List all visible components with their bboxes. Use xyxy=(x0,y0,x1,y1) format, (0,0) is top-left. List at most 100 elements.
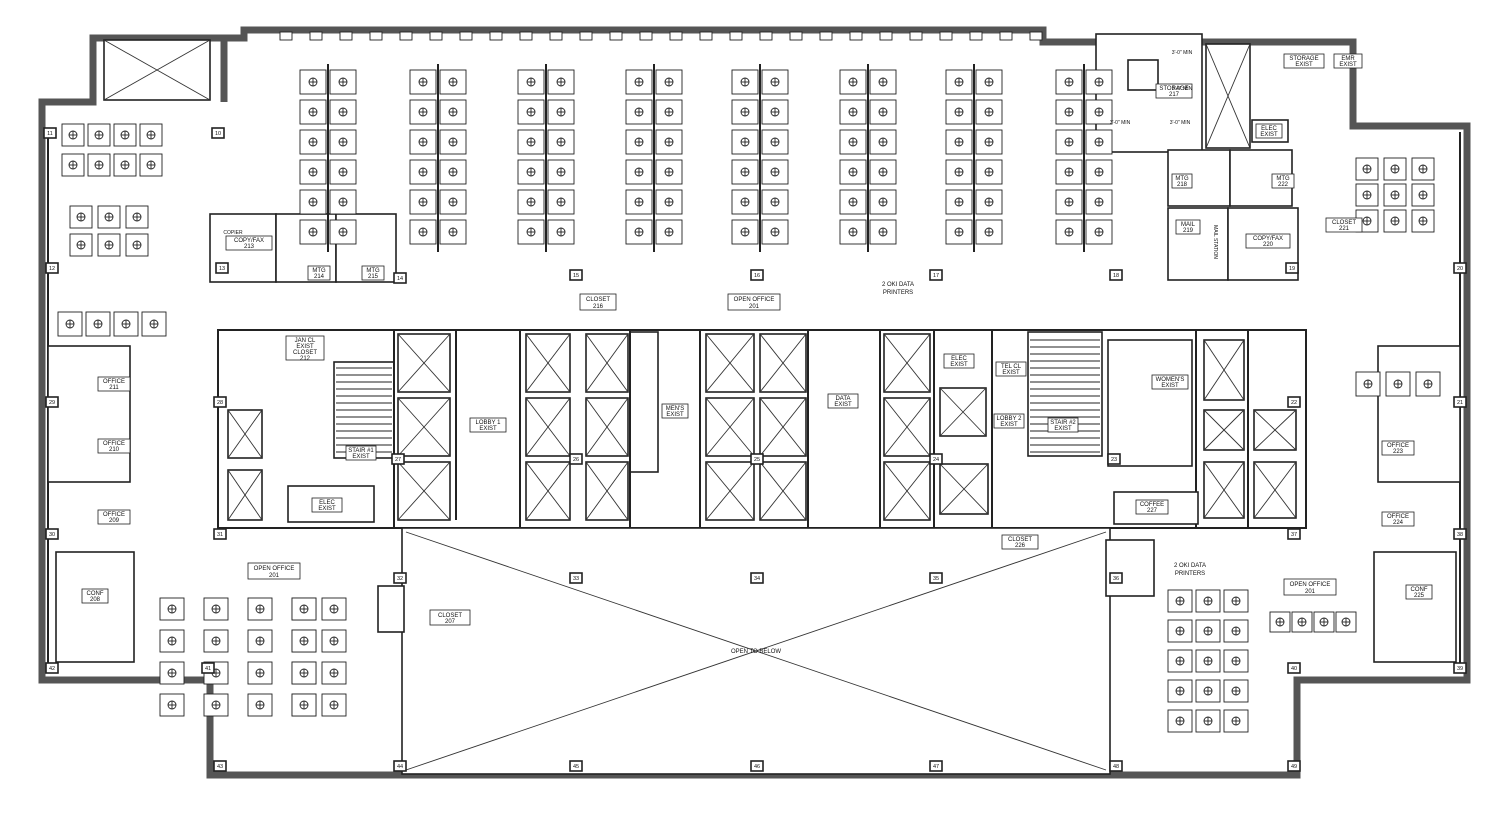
elevator-shaft xyxy=(705,461,755,521)
column-marker: 31 xyxy=(213,528,227,540)
workstation xyxy=(945,129,973,155)
window-mullion xyxy=(459,31,473,41)
svg-text:EXIST: EXIST xyxy=(1339,62,1357,68)
svg-text:COFFEE: COFFEE xyxy=(1140,502,1164,508)
column-marker: 44 xyxy=(393,760,407,772)
workstation xyxy=(625,129,653,155)
window-mullion xyxy=(699,31,713,41)
label-elec-left: ELEC EXIST xyxy=(311,497,343,513)
column-marker: 27 xyxy=(391,453,405,465)
workstation xyxy=(159,693,185,717)
svg-text:JAN CL: JAN CL xyxy=(295,338,316,344)
workstation xyxy=(439,219,467,245)
workstation xyxy=(139,123,163,147)
svg-text:MAIL: MAIL xyxy=(1181,222,1196,228)
svg-text:MTG: MTG xyxy=(1175,176,1189,182)
window-mullion xyxy=(849,31,863,41)
column-marker: 23 xyxy=(1107,453,1121,465)
column-marker: 13 xyxy=(215,262,229,274)
workstation xyxy=(409,219,437,245)
workstation xyxy=(517,129,545,155)
workstation xyxy=(329,99,357,125)
column-marker: 10 xyxy=(211,127,225,139)
elevator-shaft xyxy=(585,333,629,393)
workstation xyxy=(975,219,1003,245)
column-marker: 41 xyxy=(201,662,215,674)
workstation xyxy=(547,129,575,155)
window-mullion xyxy=(429,31,443,41)
workstation xyxy=(57,311,83,337)
min-clearance-note: 3'-0" MIN xyxy=(1172,50,1193,56)
elevator-shaft xyxy=(705,397,755,457)
column-marker: 11 xyxy=(43,127,57,139)
column-number: 17 xyxy=(933,273,939,279)
workstation xyxy=(945,69,973,95)
svg-text:EXIST: EXIST xyxy=(950,362,968,368)
printers-note-top-line2: PRINTERS xyxy=(883,290,913,296)
label-elec-right: ELEC EXIST xyxy=(943,353,975,369)
column-number: 39 xyxy=(1457,666,1463,672)
elevator-shaft xyxy=(525,333,571,393)
svg-text:CLOSET: CLOSET xyxy=(293,350,317,356)
workstation xyxy=(291,693,317,717)
workstation xyxy=(839,219,867,245)
svg-text:CONF: CONF xyxy=(87,591,104,597)
room-label-214: MTG 214 xyxy=(307,265,331,281)
elevator-shaft xyxy=(397,333,451,393)
workstation xyxy=(945,219,973,245)
workstation xyxy=(1055,189,1083,215)
workstation xyxy=(1195,589,1221,613)
svg-text:EXIST: EXIST xyxy=(296,344,314,350)
window-mullion xyxy=(1029,31,1043,41)
window-mullion xyxy=(729,31,743,41)
window-mullion xyxy=(669,31,683,41)
window-mullion xyxy=(579,31,593,41)
column-number: 23 xyxy=(1111,457,1117,463)
workstation xyxy=(85,311,111,337)
column-number: 38 xyxy=(1457,532,1463,538)
workstation xyxy=(291,661,317,685)
workstation xyxy=(87,153,111,177)
column-number: 35 xyxy=(933,576,939,582)
elevator-shaft xyxy=(1253,461,1297,519)
room-label-209: OFFICE 209 xyxy=(97,509,131,525)
svg-text:ELEC: ELEC xyxy=(319,500,335,506)
workstation xyxy=(1195,679,1221,703)
column-marker: 34 xyxy=(750,572,764,584)
workstation xyxy=(869,219,897,245)
core-labels: STAIR #1 EXIST ELEC EXIST LOBBY 1 EXIST … xyxy=(311,53,1363,513)
workstation xyxy=(517,189,545,215)
workstation xyxy=(1223,709,1249,733)
workstation xyxy=(625,69,653,95)
workstation xyxy=(159,597,185,621)
label-stair-1: STAIR #1 EXIST xyxy=(345,445,377,461)
workstation xyxy=(299,69,327,95)
workstation xyxy=(1335,611,1357,633)
svg-text:DATA: DATA xyxy=(835,396,850,402)
workstation xyxy=(655,219,683,245)
workstation xyxy=(329,69,357,95)
workstation xyxy=(975,159,1003,185)
column-marker: 30 xyxy=(45,528,59,540)
min-clearance-note: 3'-0" MIN xyxy=(1170,120,1191,126)
workstation xyxy=(1085,129,1113,155)
column-number: 13 xyxy=(219,266,225,272)
workstation xyxy=(1411,157,1435,181)
svg-text:CLOSET: CLOSET xyxy=(586,297,610,303)
svg-text:WOMEN'S: WOMEN'S xyxy=(1156,377,1185,383)
svg-text:201: 201 xyxy=(749,304,760,310)
workstation xyxy=(731,129,759,155)
workstation xyxy=(203,629,229,653)
workstation xyxy=(1291,611,1313,633)
svg-text:210: 210 xyxy=(109,447,120,453)
workstation xyxy=(547,189,575,215)
workstation xyxy=(547,159,575,185)
window-mullion xyxy=(969,31,983,41)
svg-text:MTG: MTG xyxy=(312,268,326,274)
svg-text:ELEC: ELEC xyxy=(951,356,967,362)
workstation xyxy=(975,129,1003,155)
elevator-shaft xyxy=(759,333,807,393)
svg-text:EXIST: EXIST xyxy=(352,454,370,460)
svg-text:220: 220 xyxy=(1263,242,1274,248)
